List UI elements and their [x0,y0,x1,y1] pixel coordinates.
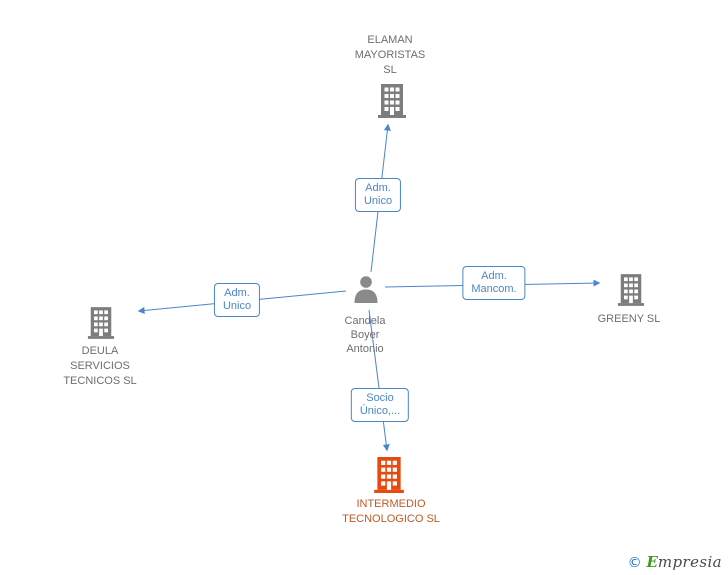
edge-label-adm-mancom: Adm. Mancom. [462,266,526,300]
edge-label-left-line1: Adm. [224,287,250,299]
brand-name: mpresia [657,553,722,571]
company-left-label-line3: TECNICOS SL [63,375,137,387]
edge-label-left-line2: Unico [222,300,252,312]
edge-label-top-line2: Unico [363,195,393,207]
person-label-line3: Antonio [346,343,384,355]
edge-label-right-line2: Mancom. [471,283,517,295]
person-label-line1: Candela [344,315,386,327]
edge-person-to-bottom-company [368,309,390,452]
company-top-label-line3: SL [383,64,397,76]
empresia-logo: © Empresia [628,553,722,571]
company-bottom-label[interactable]: INTERMEDIO TECNOLOGICO SL [342,497,440,527]
edge-label-right-line1: Adm. [481,270,507,282]
company-left-label-line2: SERVICIOS [70,360,130,372]
edge-label-adm-unico-left: Adm. Unico [213,283,261,317]
company-right-building-icon[interactable] [617,274,645,306]
brand-initial: E [646,553,658,571]
company-right-label-line1: GREENY SL [597,313,661,325]
edge-label-bottom-line2: Único,... [359,405,401,417]
company-top-label-line1: ELAMAN [367,34,413,46]
edge-label-top-line1: Adm. [365,182,391,194]
company-left-building-icon[interactable] [87,307,115,339]
company-right-label[interactable]: GREENY SL [598,312,661,327]
company-left-label[interactable]: DEULA SERVICIOS TECNICOS SL [63,344,136,389]
company-top-label[interactable]: ELAMAN MAYORISTAS SL [355,33,426,78]
company-bottom-label-line2: TECNOLOGICO SL [342,513,440,525]
person-label-line2: Boyer [350,329,380,341]
edge-label-socio-unico: Socio Único,... [350,388,410,422]
copyright-icon: © [627,555,642,571]
company-top-building-icon[interactable] [377,84,407,118]
edge-label-adm-unico-top: Adm. Unico [354,178,402,212]
edge-label-bottom-line1: Socio [366,392,394,404]
company-bottom-label-line1: INTERMEDIO [356,498,426,510]
person-icon[interactable] [353,276,379,303]
company-bottom-building-icon[interactable] [373,457,405,493]
company-top-label-line2: MAYORISTAS [354,49,426,61]
company-left-label-line1: DEULA [81,345,119,357]
person-label[interactable]: Candela Boyer Antonio [345,314,386,356]
